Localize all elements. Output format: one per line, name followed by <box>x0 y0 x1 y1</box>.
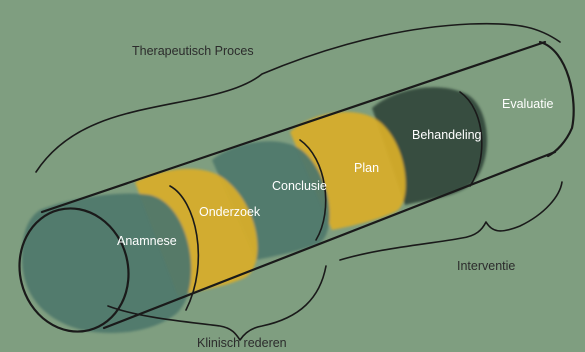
segment-label-behandeling: Behandeling <box>412 128 482 142</box>
label-interventie: Interventie <box>457 259 515 273</box>
label-klinisch-rederen: Klinisch rederen <box>197 336 287 350</box>
segment-label-conclusie: Conclusie <box>272 179 327 193</box>
segment-label-evaluatie: Evaluatie <box>502 97 553 111</box>
segment-label-onderzoek: Onderzoek <box>199 205 261 219</box>
label-therapeutisch-proces: Therapeutisch Proces <box>132 44 254 58</box>
segment-label-plan: Plan <box>354 161 379 175</box>
segment-label-anamnese: Anamnese <box>117 234 177 248</box>
